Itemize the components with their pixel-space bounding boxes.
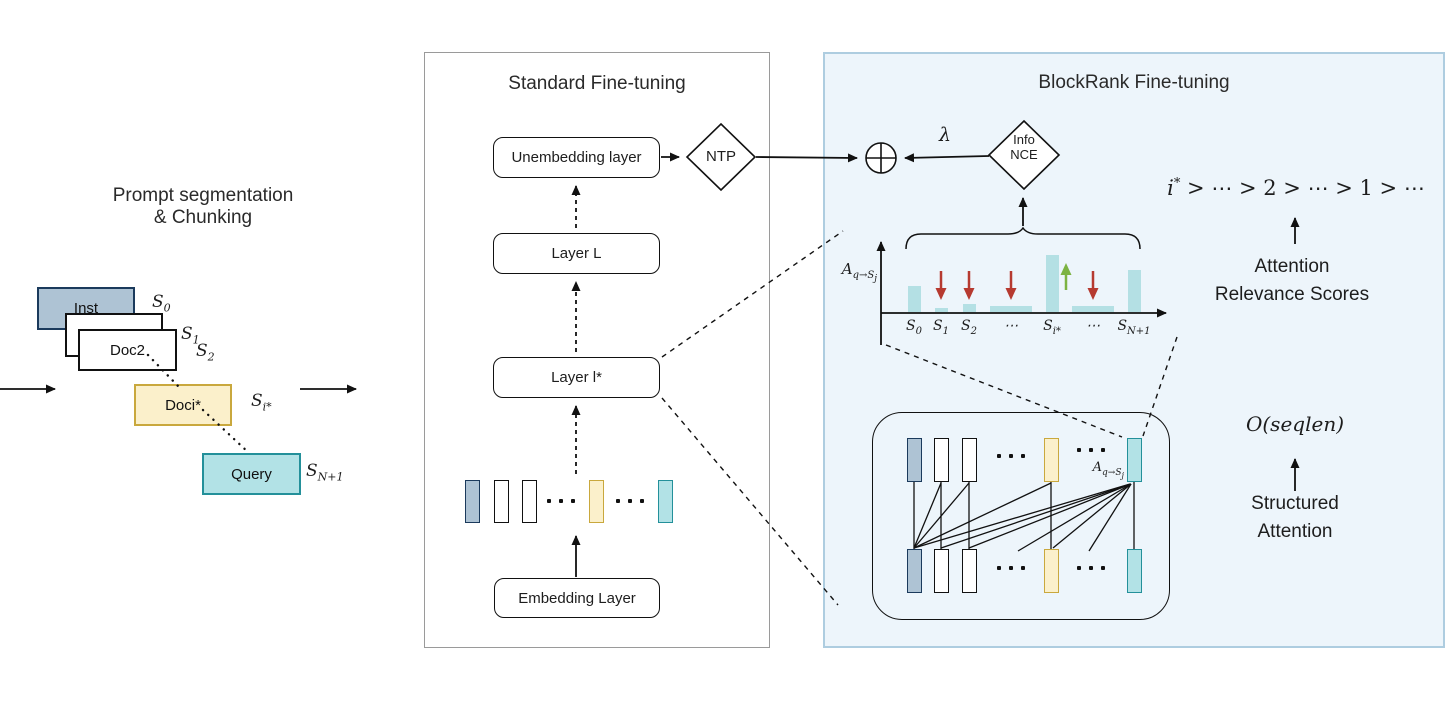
- card-inst-label: Inst: [73, 300, 99, 317]
- segment-tag-s0: S0: [152, 292, 171, 315]
- attention-bar-4: [1045, 255, 1059, 312]
- card-query-label: Query: [231, 465, 272, 483]
- attention-relevance-scores-label: Attention Relevance Scores: [1166, 253, 1418, 309]
- ntp-to-sum-arrow: [755, 153, 858, 163]
- token-query: [658, 480, 673, 523]
- attention-bar-0: [907, 286, 921, 312]
- ellipsis-dots: [997, 454, 1025, 458]
- infonce-label-line1: Info: [1013, 132, 1035, 147]
- token-target-doc: [589, 480, 604, 523]
- struct-bottom-token-inst: [907, 549, 922, 593]
- attention-bar-1: [934, 308, 948, 312]
- edge-inst-doc2: [913, 482, 970, 549]
- ntp-label: NTP: [706, 148, 736, 165]
- edge-inst-target: [913, 482, 1052, 549]
- edge-query-ellipsis2: [1088, 483, 1132, 552]
- chart-tick-2: S2: [961, 318, 977, 337]
- card-doci-star-label: Doci*: [165, 396, 201, 414]
- edge-query-doc2: [968, 483, 1132, 549]
- attention-relevance-line1: Attention: [1254, 256, 1330, 277]
- complexity-label: O(seqlen): [1245, 412, 1345, 436]
- struct-bottom-token-doc1: [934, 549, 949, 593]
- card-doc2: Doc2: [78, 329, 177, 371]
- zoomlink-layerlstar-to-structured: [661, 397, 839, 606]
- attention-edge-label: Aq→Sj: [1092, 460, 1124, 480]
- layer-lstar-label: Layer l*: [551, 369, 602, 386]
- edge-query-ellipsis1: [1017, 483, 1132, 552]
- token-doc2: [522, 480, 537, 523]
- unembedding-layer-box: Unembedding layer: [493, 137, 660, 178]
- struct-top-token-doc2: [962, 438, 977, 482]
- edge-query-doc1: [940, 483, 1132, 549]
- struct-top-token-inst: [907, 438, 922, 482]
- zoomlink-chart-to-query-token-left: [885, 344, 1123, 438]
- chart-tick-6: SN+1: [1117, 318, 1151, 337]
- blockrank-panel-title: BlockRank Fine-tuning: [1038, 72, 1230, 93]
- attention-relevance-line2: Relevance Scores: [1214, 284, 1370, 305]
- zoomlink-layerlstar-to-chart: [661, 230, 844, 358]
- left-title: Prompt segmentation & Chunking: [58, 185, 348, 229]
- chart-tick-4: Si*: [1043, 318, 1061, 337]
- chart-tick-0: S0: [906, 318, 922, 337]
- unembedding-layer-label: Unembedding layer: [511, 149, 642, 166]
- struct-top-token-doc1: [934, 438, 949, 482]
- ellipsis-dots: [1077, 566, 1105, 570]
- ellipsis-dots: [1077, 448, 1105, 452]
- layer-L-box: Layer L: [493, 233, 660, 274]
- infonce-label: Info NCE: [994, 132, 1054, 162]
- attention-bar-5: [1072, 306, 1114, 312]
- infonce-to-sum-arrow: [904, 153, 990, 163]
- chart-tick-1: S1: [933, 318, 949, 337]
- ntp-diamond: [685, 122, 757, 192]
- attention-bar-2: [962, 304, 976, 312]
- struct-bottom-token-doc2: [962, 549, 977, 593]
- infonce-diamond: [987, 119, 1061, 191]
- struct-top-token-query: [1127, 438, 1142, 482]
- struct-bottom-token-target: [1044, 549, 1059, 593]
- edge-inst-doc1: [913, 482, 942, 549]
- structured-attention-line2: Attention: [1257, 521, 1333, 542]
- left-title-line2: & Chunking: [153, 207, 253, 228]
- embedding-layer-label: Embedding Layer: [518, 589, 636, 607]
- lambda-label: λ: [938, 124, 952, 146]
- token-inst: [465, 480, 480, 523]
- token-doc1: [494, 480, 509, 523]
- left-title-line1: Prompt segmentation: [112, 185, 294, 206]
- layer-lstar-box: Layer l*: [493, 357, 660, 398]
- struct-bottom-token-query: [1127, 549, 1142, 593]
- ranking-expression: i* > ⋯ > 2 > ⋯ > 1 > ⋯: [1167, 176, 1425, 200]
- structured-attention-box: [872, 412, 1170, 620]
- attention-bar-3: [990, 306, 1032, 312]
- chart-brace: [905, 226, 1141, 250]
- segment-tag-s2: S2: [196, 341, 215, 364]
- ellipsis-dots: [547, 499, 575, 503]
- segment-tag-sistar: Si*: [251, 391, 272, 414]
- struct-top-token-target: [1044, 438, 1059, 482]
- chart-tick-5: ⋯: [1086, 318, 1100, 334]
- layer-L-label: Layer L: [551, 245, 602, 262]
- structured-attention-line1: Structured: [1251, 493, 1339, 514]
- card-doc2-label: Doc2: [109, 341, 146, 359]
- zoomlink-chart-to-query-token-right: [1142, 336, 1178, 437]
- edge-query-target: [1052, 483, 1132, 549]
- segment-tag-sn1: SN+1: [306, 461, 344, 484]
- structured-attention-edges: [913, 482, 1135, 552]
- infonce-label-line2: NCE: [1010, 147, 1038, 162]
- edge-inst-query: [913, 483, 1131, 549]
- attention-bar-6: [1127, 270, 1141, 312]
- embedding-layer-box: Embedding Layer: [494, 578, 660, 618]
- card-query: Query: [202, 453, 301, 495]
- chart-tick-3: ⋯: [1004, 318, 1018, 334]
- standard-panel-title: Standard Fine-tuning: [508, 73, 686, 94]
- segment-tag-s1: S1: [181, 324, 200, 347]
- structured-attention-label: Structured Attention: [1216, 490, 1374, 546]
- ellipsis-dots: [997, 566, 1025, 570]
- ellipsis-dots: [616, 499, 644, 503]
- card-doci-star: Doci*: [134, 384, 232, 426]
- chart-ylabel: Aq→Sj: [841, 260, 877, 284]
